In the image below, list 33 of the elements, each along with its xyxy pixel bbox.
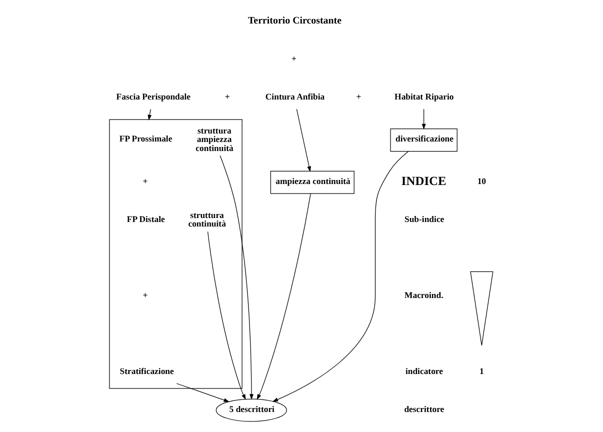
arrow <box>220 155 254 400</box>
label: + <box>356 91 362 102</box>
arrow <box>272 151 409 402</box>
label: + <box>142 290 148 300</box>
label: 1 <box>480 366 484 376</box>
label: + <box>224 91 230 102</box>
arrow <box>207 231 246 400</box>
node-text: struttura continuità <box>188 210 226 229</box>
arrow <box>296 108 312 172</box>
node-text: Fascia Perispondale <box>116 91 191 102</box>
label: descrittore <box>404 404 444 414</box>
node-text: struttura ampiezza continuità <box>196 125 234 153</box>
label: Sub-indice <box>404 214 444 224</box>
label: INDICE <box>401 174 446 188</box>
cluster <box>109 119 242 389</box>
node-text: FP Distale <box>126 214 165 224</box>
node-triangle <box>470 271 494 346</box>
node-text: Habitat Ripario <box>394 91 454 102</box>
label: + <box>292 53 297 64</box>
arrow <box>148 108 152 120</box>
label: 10 <box>477 176 486 186</box>
arrow <box>256 193 311 400</box>
label: Macroind. <box>404 290 444 300</box>
node-text: FP Prossimale <box>119 134 172 144</box>
label: Territorio Circostante <box>248 16 342 27</box>
label: + <box>142 176 148 186</box>
node-text: Cintura Anfibia <box>265 91 325 102</box>
arrow <box>422 108 426 130</box>
label: indicatore <box>405 366 444 376</box>
arrow <box>176 383 230 402</box>
node-box: ampiezza continuità <box>270 170 354 194</box>
node-text: Stratificazione <box>120 366 174 376</box>
node-box: diversificazione <box>390 128 458 152</box>
